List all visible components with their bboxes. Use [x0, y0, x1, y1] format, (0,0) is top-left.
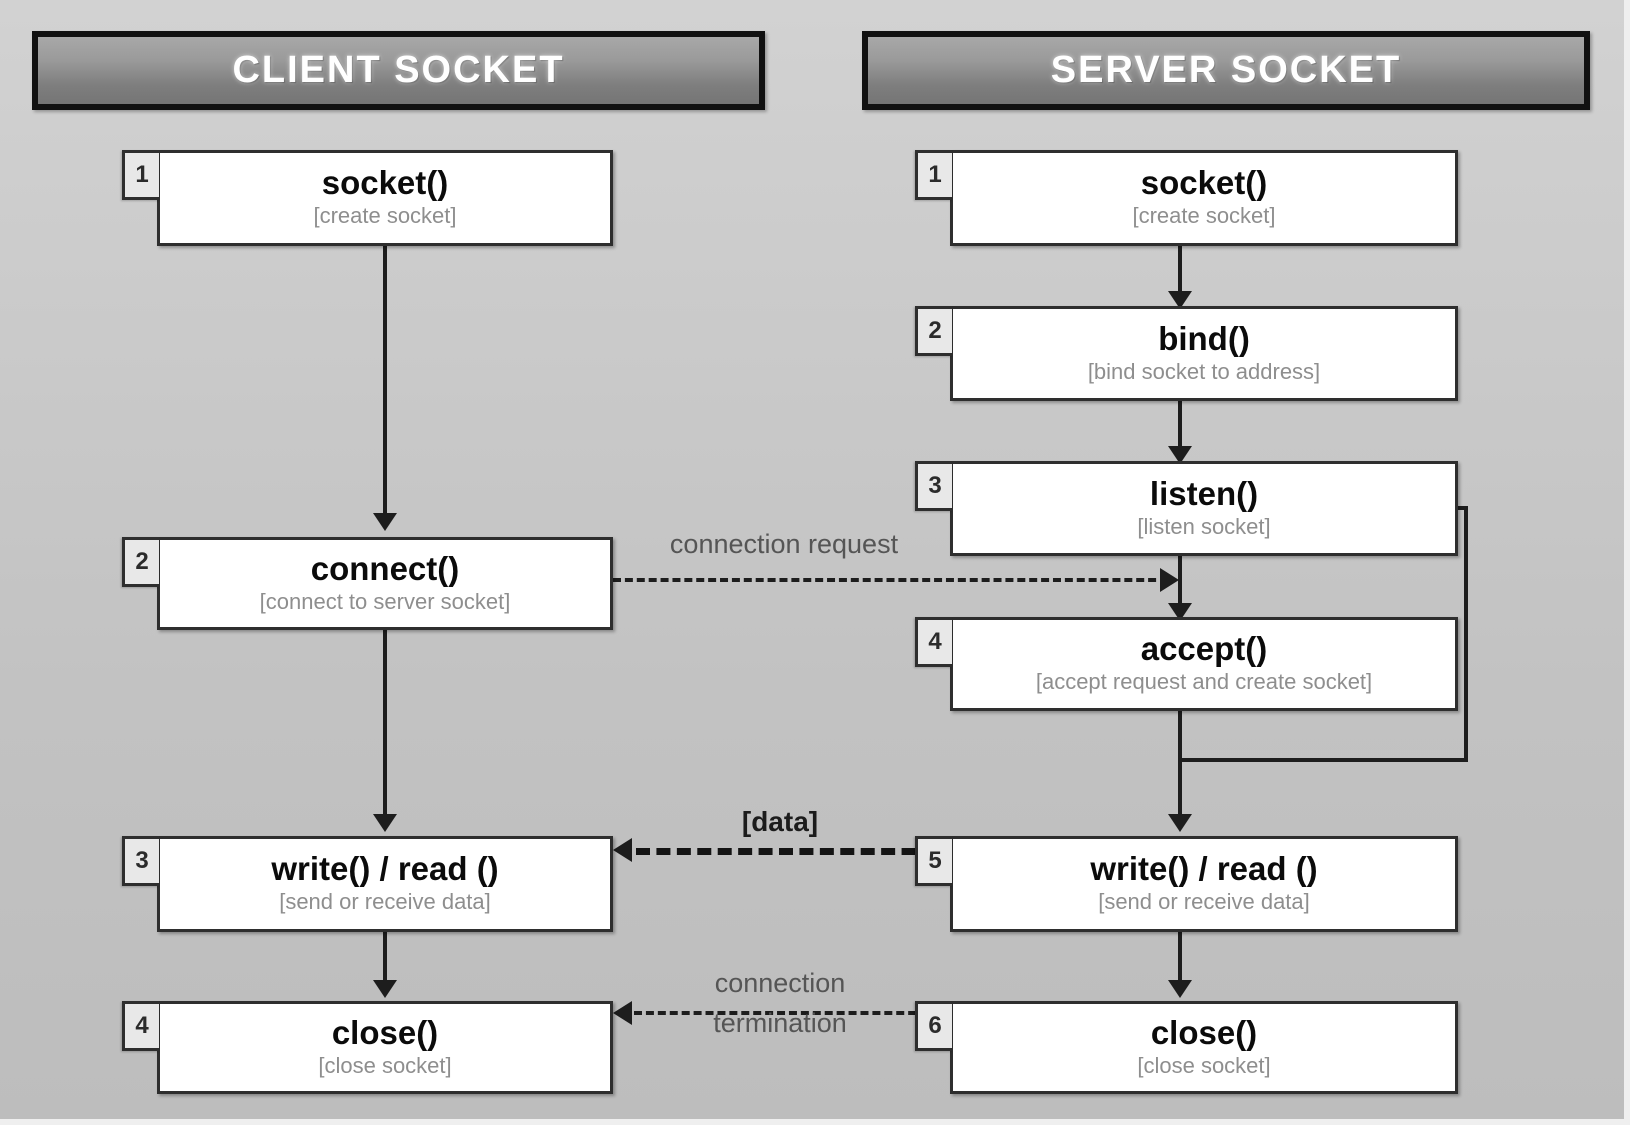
server-arrowhead-writeread	[1168, 814, 1192, 832]
client-connector-connect-to-writeread	[383, 628, 387, 816]
server-step-1-socket[interactable]: socket() [create socket]	[950, 150, 1458, 246]
server-connector-accept-to-writeread	[1178, 710, 1182, 816]
server-step-2-description: [bind socket to address]	[1087, 358, 1321, 384]
server-step-1-title: socket()	[1140, 164, 1268, 202]
server-socket-column-header: SERVER SOCKET	[862, 31, 1590, 110]
server-connector-bind-to-listen	[1178, 400, 1182, 448]
server-step-3-badge: 3	[915, 461, 952, 511]
server-connector-socket-to-bind	[1178, 245, 1182, 293]
client-socket-column-header: CLIENT SOCKET	[32, 31, 765, 110]
client-step-1-badge: 1	[122, 150, 159, 200]
client-step-4-description: [close socket]	[318, 1052, 452, 1078]
client-step-3-badge: 3	[122, 836, 159, 886]
server-socket-column-title: SERVER SOCKET	[1050, 49, 1402, 91]
connection-termination-dashed-line	[634, 1011, 940, 1015]
server-arrowhead-accept	[1168, 603, 1192, 621]
client-step-1-title: socket()	[321, 164, 449, 202]
client-arrowhead-writeread	[373, 814, 397, 832]
server-step-3-description: [listen socket]	[1137, 513, 1271, 539]
client-step-2-description: [connect to server socket]	[259, 588, 511, 614]
client-arrowhead-close	[373, 980, 397, 998]
client-step-3-write-read[interactable]: write() / read () [send or receive data]	[157, 836, 613, 932]
connection-termination-label-line1: connection	[714, 968, 846, 998]
server-step-4-description: [accept request and create socket]	[1035, 669, 1373, 695]
server-step-5-title: write() / read ()	[1090, 850, 1318, 888]
server-step-6-badge: 6	[915, 1001, 952, 1051]
server-step-4-badge: 4	[915, 617, 952, 667]
server-loopback-right-segment	[1464, 508, 1468, 762]
server-step-6-description: [close socket]	[1137, 1052, 1271, 1078]
server-step-3-title: listen()	[1149, 474, 1259, 512]
client-socket-column-title: CLIENT SOCKET	[232, 49, 565, 91]
client-arrowhead-connect	[373, 513, 397, 531]
server-arrowhead-close	[1168, 980, 1192, 998]
data-arrowhead-left	[613, 838, 632, 862]
client-step-2-title: connect()	[310, 549, 460, 587]
client-step-2-connect[interactable]: connect() [connect to server socket]	[157, 537, 613, 630]
client-step-2-badge: 2	[122, 537, 159, 587]
client-step-4-badge: 4	[122, 1001, 159, 1051]
server-step-5-write-read[interactable]: write() / read () [send or receive data]	[950, 836, 1458, 932]
connection-termination-label-line2: termination	[713, 1008, 847, 1038]
server-step-4-title: accept()	[1140, 630, 1268, 668]
client-step-3-description: [send or receive data]	[279, 889, 491, 915]
server-connector-listen-to-accept	[1178, 555, 1182, 607]
client-connector-writeread-to-close	[383, 932, 387, 982]
server-arrowhead-bind	[1168, 291, 1192, 309]
server-loopback-bottom-segment	[1178, 758, 1468, 762]
client-connector-socket-to-connect	[383, 245, 387, 515]
connection-request-dashed-line	[613, 578, 1168, 582]
client-step-3-title: write() / read ()	[271, 850, 499, 888]
server-step-4-accept[interactable]: accept() [accept request and create sock…	[950, 617, 1458, 711]
server-step-5-badge: 5	[915, 836, 952, 886]
client-step-4-title: close()	[331, 1013, 439, 1051]
server-step-2-title: bind()	[1158, 319, 1250, 357]
server-step-2-badge: 2	[915, 306, 952, 356]
connection-request-label: connection request	[669, 529, 899, 559]
server-step-1-description: [create socket]	[1132, 203, 1276, 229]
server-arrowhead-listen	[1168, 446, 1192, 464]
client-step-1-socket[interactable]: socket() [create socket]	[157, 150, 613, 246]
data-message-label: [data]	[741, 806, 819, 837]
server-step-3-listen[interactable]: listen() [listen socket]	[950, 461, 1458, 556]
server-step-6-title: close()	[1150, 1013, 1258, 1051]
server-step-6-close[interactable]: close() [close socket]	[950, 1001, 1458, 1094]
client-step-4-close[interactable]: close() [close socket]	[157, 1001, 613, 1094]
connection-request-arrowhead	[1160, 568, 1179, 592]
client-step-1-description: [create socket]	[313, 203, 457, 229]
server-step-1-badge: 1	[915, 150, 952, 200]
data-dashed-line	[636, 848, 936, 855]
server-step-5-description: [send or receive data]	[1098, 889, 1310, 915]
server-connector-writeread-to-close	[1178, 932, 1182, 982]
server-step-2-bind[interactable]: bind() [bind socket to address]	[950, 306, 1458, 401]
connection-termination-arrowhead-left	[613, 1001, 632, 1025]
